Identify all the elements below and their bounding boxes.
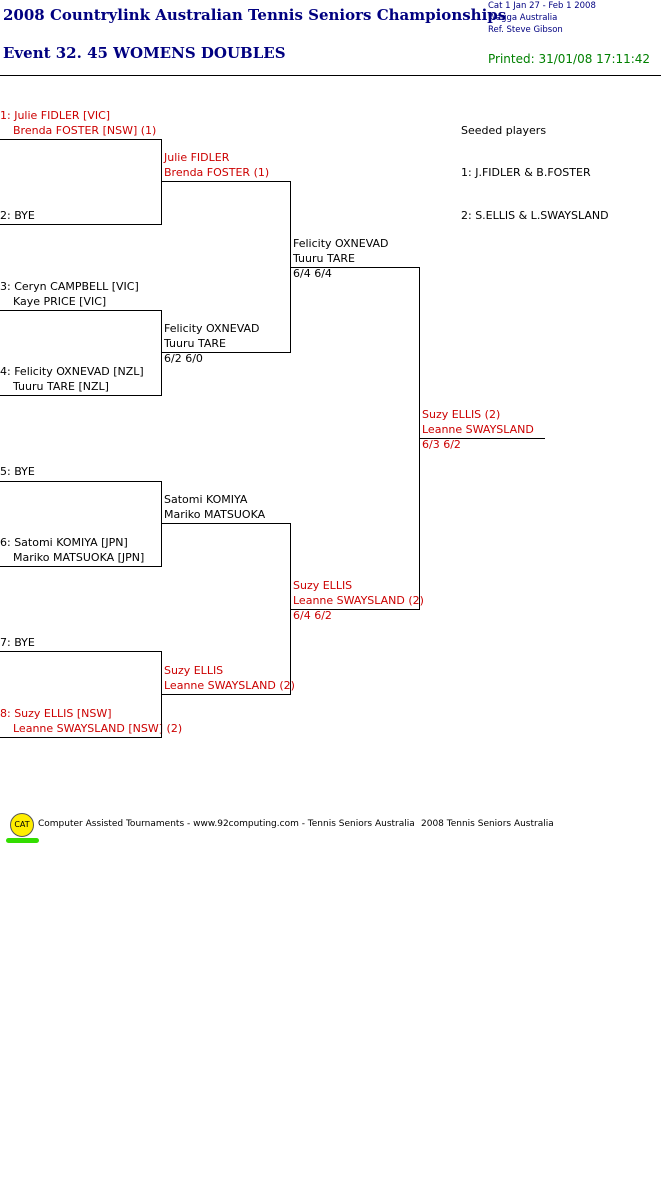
- r1-line-3: [0, 310, 162, 311]
- category-dates: Cat 1 Jan 27 - Feb 1 2008: [488, 1, 596, 11]
- seeded-item-1: 1: J.FIDLER & B.FOSTER: [461, 166, 591, 179]
- tournament-title: 2008 Countrylink Australian Tennis Senio…: [3, 6, 507, 24]
- r3-line-1: [290, 267, 420, 268]
- r1-connector-2: [161, 310, 162, 396]
- r3-match2-player1: Suzy ELLIS: [293, 579, 353, 592]
- r2-match2-player1: Felicity OXNEVAD: [164, 322, 260, 335]
- r1-connector-1: [161, 139, 162, 225]
- location: Wagga Australia: [488, 13, 558, 23]
- r1-line-7: [0, 651, 162, 652]
- r1-line-8: [0, 737, 162, 738]
- r1-slot4-player2: Tuuru TARE [NZL]: [13, 380, 109, 393]
- seeded-heading: Seeded players: [461, 124, 547, 137]
- r2-match1-player1: Julie FIDLER: [164, 151, 230, 164]
- r1-slot4-player1: 4: Felicity OXNEVAD [NZL]: [0, 365, 144, 378]
- r2-line-1: [161, 181, 291, 182]
- printed-timestamp: Printed: 31/01/08 17:11:42: [488, 52, 651, 66]
- r2-match4-player1: Suzy ELLIS: [164, 664, 224, 677]
- r1-slot3-player1: 3: Ceryn CAMPBELL [VIC]: [0, 280, 139, 293]
- referee: Ref. Steve Gibson: [488, 25, 563, 35]
- event-title: Event 32. 45 WOMENS DOUBLES: [3, 44, 286, 62]
- r1-connector-3: [161, 481, 162, 567]
- r1-slot6-player1: 6: Satomi KOMIYA [JPN]: [0, 536, 128, 549]
- r1-line-1: [0, 139, 162, 140]
- r1-line-2: [0, 224, 162, 225]
- r2-match3-player2: Mariko MATSUOKA: [164, 508, 266, 521]
- final-score: 6/3 6/2: [422, 438, 461, 451]
- r3-match2-score: 6/4 6/2: [293, 609, 332, 622]
- r2-line-2: [161, 352, 291, 353]
- r2-match2-score: 6/2 6/0: [164, 352, 203, 365]
- r2-match1-player2: Brenda FOSTER (1): [164, 166, 270, 179]
- r1-slot1-player2: Brenda FOSTER [NSW] (1): [13, 124, 157, 137]
- final-line: [419, 438, 545, 439]
- seeded-item-2: 2: S.ELLIS & L.SWAYSLAND: [461, 209, 609, 222]
- r1-line-4: [0, 395, 162, 396]
- r1-slot1-player1: 1: Julie FIDLER [VIC]: [0, 109, 111, 122]
- r3-match1-player1: Felicity OXNEVAD: [293, 237, 389, 250]
- r2-match3-player1: Satomi KOMIYA: [164, 493, 248, 506]
- r3-match1-score: 6/4 6/4: [293, 267, 332, 280]
- r2-match4-player2: Leanne SWAYSLAND (2): [164, 679, 295, 692]
- r1-slot8-player1: 8: Suzy ELLIS [NSW]: [0, 707, 112, 720]
- r2-line-4: [161, 694, 291, 695]
- r1-line-5: [0, 481, 162, 482]
- footer-right: 2008 Tennis Seniors Australia: [421, 819, 554, 829]
- r3-line-2: [290, 609, 420, 610]
- r3-match1-player2: Tuuru TARE: [293, 252, 355, 265]
- header-divider: [0, 75, 661, 76]
- r1-slot5-player1: 5: BYE: [0, 465, 35, 478]
- r2-match2-player2: Tuuru TARE: [164, 337, 226, 350]
- footer-text: Computer Assisted Tournaments - www.92co…: [38, 819, 415, 829]
- final-player2: Leanne SWAYSLAND: [422, 423, 534, 436]
- r1-slot8-player2: Leanne SWAYSLAND [NSW] (2): [13, 722, 183, 735]
- r1-slot3-player2: Kaye PRICE [VIC]: [13, 295, 107, 308]
- r3-match2-player2: Leanne SWAYSLAND (2): [293, 594, 424, 607]
- r2-line-3: [161, 523, 291, 524]
- r1-slot6-player2: Mariko MATSUOKA [JPN]: [13, 551, 145, 564]
- r1-line-6: [0, 566, 162, 567]
- r1-slot7-player1: 7: BYE: [0, 636, 35, 649]
- logo-underline: [6, 838, 39, 843]
- final-player1: Suzy ELLIS (2): [422, 408, 501, 421]
- cat-logo-icon: CAT: [10, 813, 34, 837]
- r1-slot2-player1: 2: BYE: [0, 209, 35, 222]
